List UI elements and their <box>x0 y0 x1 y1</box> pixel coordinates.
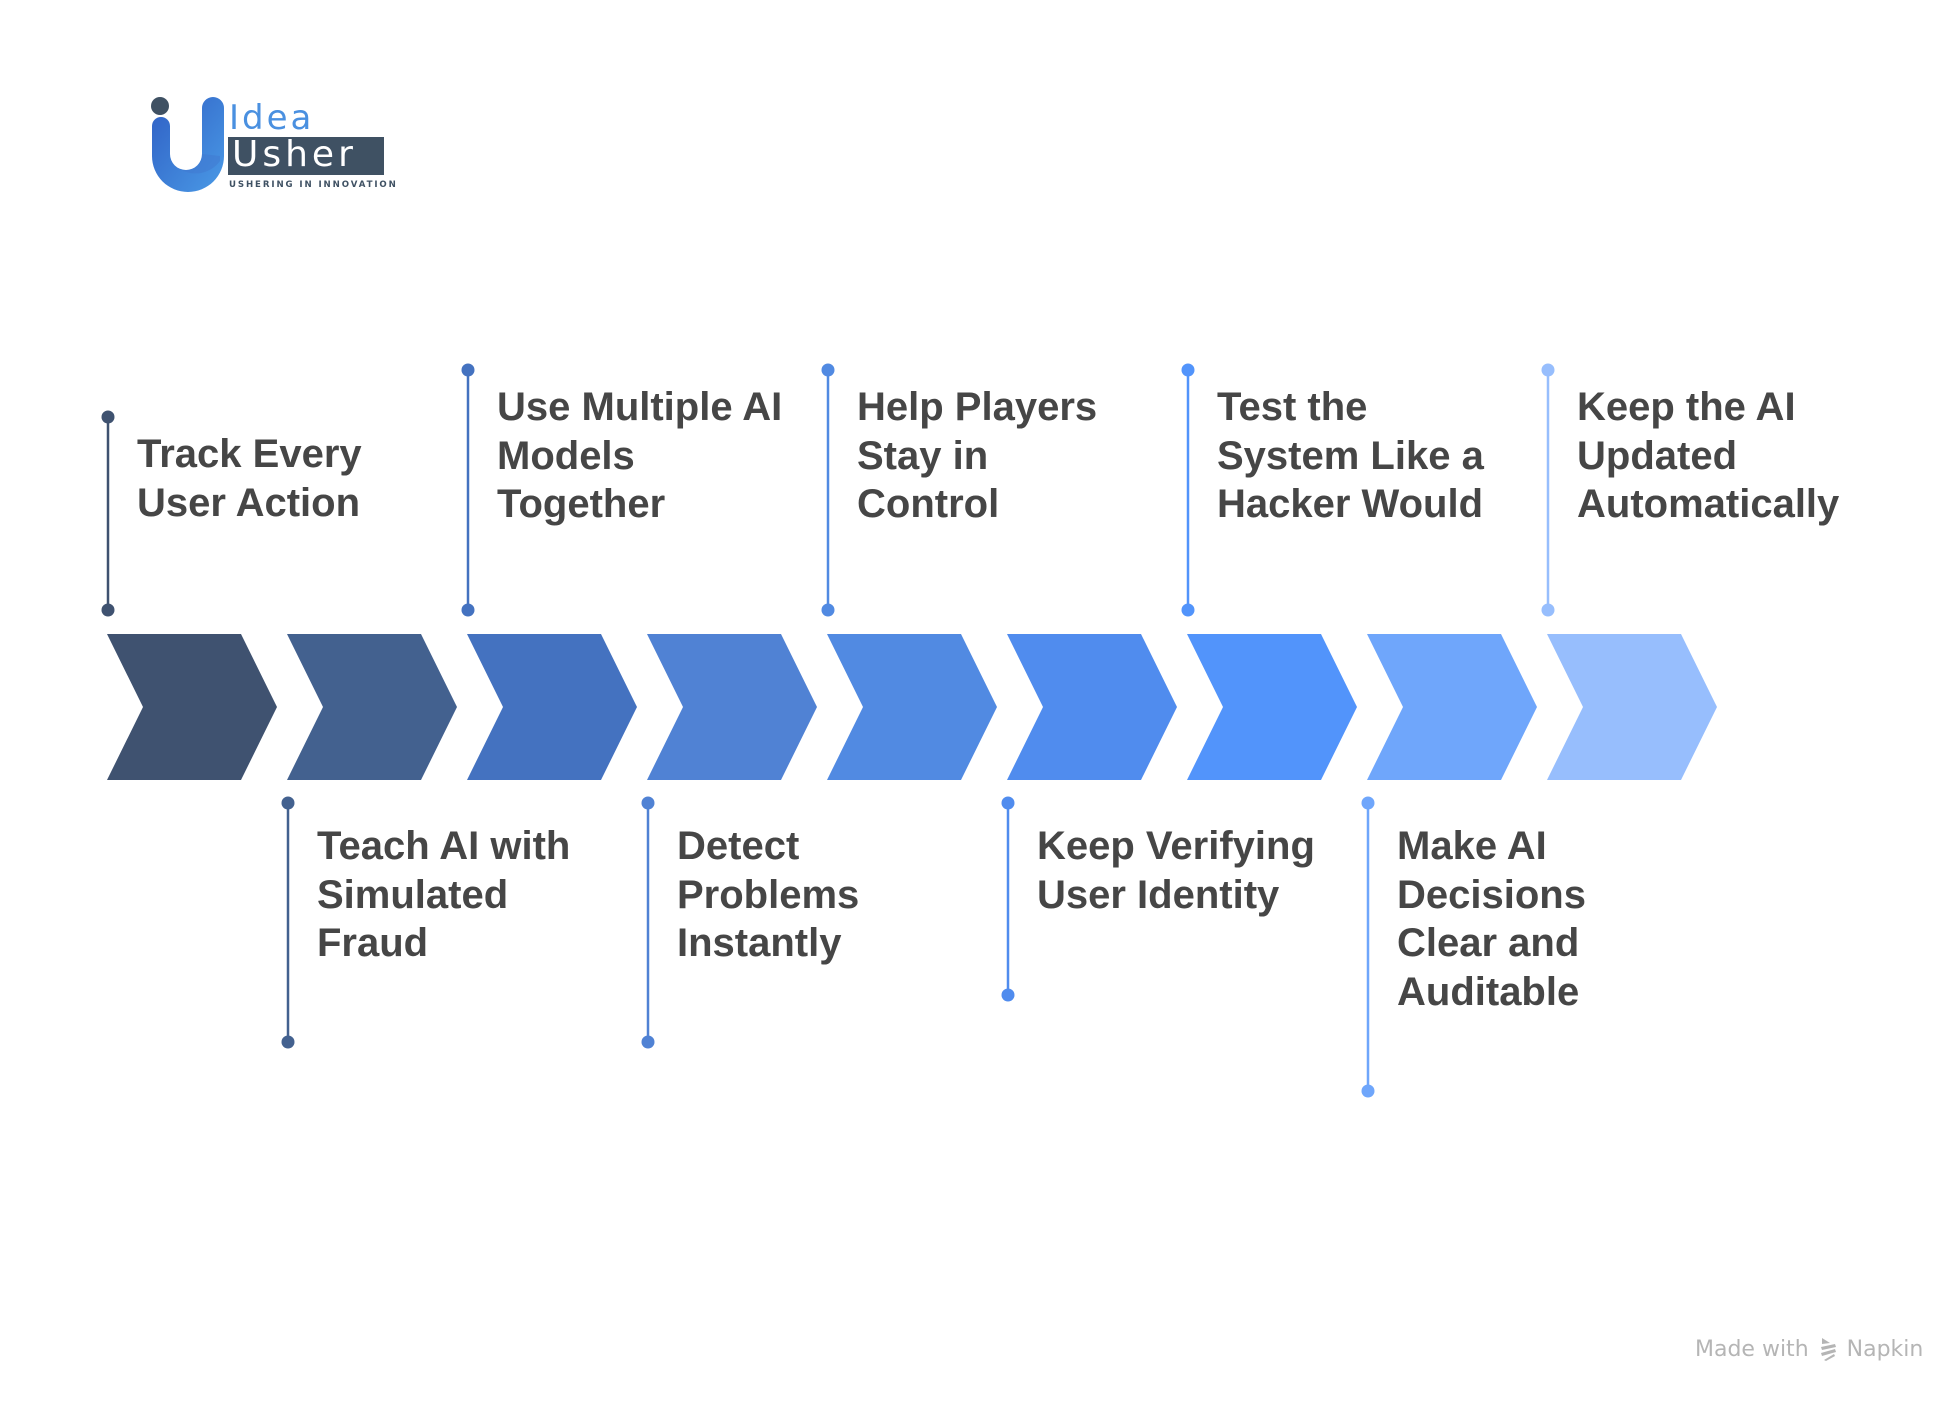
process-step <box>641 634 817 1049</box>
step-label-line: Use Multiple AI <box>497 385 783 429</box>
step-label-line: User Action <box>137 480 361 525</box>
chevron-step-9 <box>1547 634 1717 780</box>
step-label-line: Models <box>497 433 635 478</box>
process-step <box>1181 363 1357 780</box>
process-step <box>461 363 637 780</box>
footer-made-with: Made with <box>1695 1336 1809 1362</box>
connector-dot-end <box>641 1035 655 1049</box>
step-label-line: Together <box>497 482 666 526</box>
chevron-step-2 <box>287 634 457 780</box>
step-label-line: System Like a <box>1217 433 1484 478</box>
chevron-step-4 <box>647 634 817 780</box>
logo-usher-box <box>228 137 384 175</box>
step-label-line: Make AI <box>1397 824 1547 868</box>
step-label-line: Test the <box>1217 385 1368 429</box>
logo-word-usher: Usher <box>232 134 357 175</box>
chevron-step-3 <box>467 634 637 780</box>
connector-dot-start <box>1541 363 1555 377</box>
chevron-step-8 <box>1367 634 1537 780</box>
connector-dot-end <box>1541 603 1555 617</box>
logo-dot <box>151 97 169 115</box>
step-label-line: Track Every <box>137 432 362 476</box>
logo-word-idea: Idea <box>229 98 315 138</box>
connector-dot-start <box>641 796 655 810</box>
chevron-step-1 <box>107 634 277 780</box>
connector-dot-end <box>1181 603 1195 617</box>
napkin-logo-icon <box>1820 1338 1836 1361</box>
step-label-line: Clear and <box>1397 921 1580 965</box>
connector-dot-end <box>461 603 475 617</box>
step-label-line: User Identity <box>1037 872 1280 917</box>
process-step <box>101 410 277 780</box>
connector-dot-end <box>101 603 115 617</box>
step-label-line: Teach AI with <box>317 824 571 868</box>
chevron-step-7 <box>1187 634 1357 780</box>
step-label-line: Detect <box>677 824 800 868</box>
connector-dot-end <box>1001 988 1015 1002</box>
connector-dot-start <box>1181 363 1195 377</box>
step-label-line: Keep the AI <box>1577 385 1796 429</box>
step-label-line: Updated <box>1577 433 1737 478</box>
chevron-step-6 <box>1007 634 1177 780</box>
connector-dot-start <box>101 410 115 424</box>
logo-tagline: USHERING IN INNOVATION <box>229 180 398 190</box>
connector-dot-end <box>821 603 835 617</box>
connector-dot-start <box>821 363 835 377</box>
step-label-line: Auditable <box>1397 969 1580 1014</box>
connector-dot-end <box>1361 1084 1375 1098</box>
logo-u-icon <box>151 97 224 192</box>
step-label-line: Stay in <box>857 433 989 478</box>
step-label-line: Problems <box>677 872 860 917</box>
step-label-line: Decisions <box>1397 872 1586 917</box>
step-label-line: Control <box>857 482 1000 526</box>
connector-dot-end <box>281 1035 295 1049</box>
process-step <box>281 634 457 1049</box>
connector-dot-start <box>461 363 475 377</box>
step-label-line: Simulated <box>317 872 509 917</box>
process-step <box>1361 634 1537 1098</box>
made-with-napkin: Made with Napkin <box>1695 1334 1923 1364</box>
chevron-step-5 <box>827 634 997 780</box>
footer-brand: Napkin <box>1846 1336 1924 1362</box>
process-step <box>1001 634 1177 1002</box>
step-label-line: Instantly <box>677 921 842 965</box>
connector-dot-start <box>1001 796 1015 810</box>
connector-dot-start <box>1361 796 1375 810</box>
step-label-line: Help Players <box>857 385 1098 429</box>
step-label-line: Automatically <box>1577 482 1840 526</box>
step-label-line: Keep Verifying <box>1037 824 1315 868</box>
step-label-line: Hacker Would <box>1217 482 1483 526</box>
step-label-line: Fraud <box>317 921 429 965</box>
process-step <box>1541 363 1717 780</box>
process-step <box>821 363 997 780</box>
connector-dot-start <box>281 796 295 810</box>
